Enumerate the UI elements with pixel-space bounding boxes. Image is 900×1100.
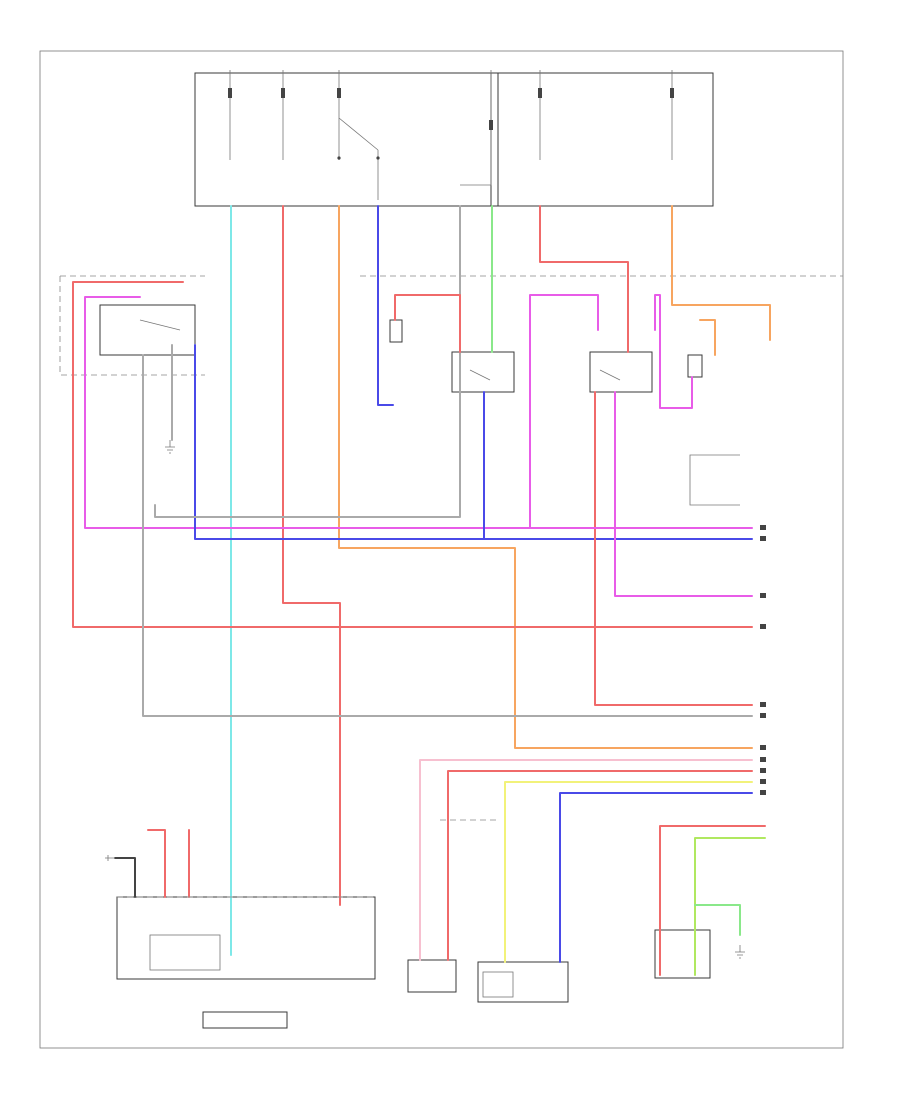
fuse-box-right [490, 72, 714, 207]
right-upper-bracket [689, 454, 740, 506]
wire-orange-2 [671, 205, 771, 341]
wire-red-7 [659, 825, 766, 976]
wire-red-1 [282, 205, 341, 906]
ground-symbol-2 [735, 945, 745, 959]
radiator-fan-relay [589, 351, 653, 393]
wire-red-6 [447, 770, 753, 961]
wire-yellow-1 [504, 781, 753, 963]
ground-symbol-1 [165, 440, 175, 454]
fuse-box-left [194, 72, 499, 207]
ac-condenser-fan-motor [389, 319, 403, 343]
ground-symbol-3 [105, 855, 115, 861]
page-border [39, 50, 844, 1049]
wires [72, 205, 771, 976]
ecm-pcm-right [654, 929, 711, 979]
ecm-pcm-box [482, 971, 514, 998]
radiator-fan-motor [687, 354, 703, 378]
wire-orange-1 [338, 205, 753, 749]
wire-red-2 [72, 281, 753, 628]
ac-condenser-fan-relay [451, 351, 515, 393]
ac-pressure-sensor [407, 959, 457, 993]
wire-gray-1 [142, 354, 753, 717]
wire-gray-3 [154, 205, 461, 518]
wire-magenta-3 [614, 391, 753, 597]
wire-blue-4 [559, 792, 753, 963]
wire-red-5 [394, 294, 461, 353]
right-connector-pins [760, 525, 766, 795]
wire-blue-1 [377, 205, 394, 406]
fuse-box-internals [228, 70, 674, 200]
wire-pink-1 [419, 759, 753, 961]
powertrain-control-module [477, 961, 569, 1003]
wire-red-3 [539, 205, 629, 353]
wire-red-4 [594, 391, 753, 706]
wire-green-2 [694, 837, 766, 976]
engine-compartment-box-left [59, 276, 205, 376]
wire-blue-2 [194, 344, 753, 540]
wire-magenta-2 [654, 294, 693, 409]
relay-contact-1 [139, 319, 621, 381]
left-relay-block [99, 304, 196, 356]
wire-black-1 [114, 857, 136, 898]
wire-orange-3 [699, 319, 716, 356]
wire-green-3 [694, 904, 741, 936]
control-circuits-box [149, 934, 221, 971]
wire-magenta-1 [84, 294, 599, 529]
wire-red-8 [147, 829, 166, 898]
climate-control-unit-tag [202, 1011, 288, 1029]
climate-control-unit [116, 896, 376, 980]
